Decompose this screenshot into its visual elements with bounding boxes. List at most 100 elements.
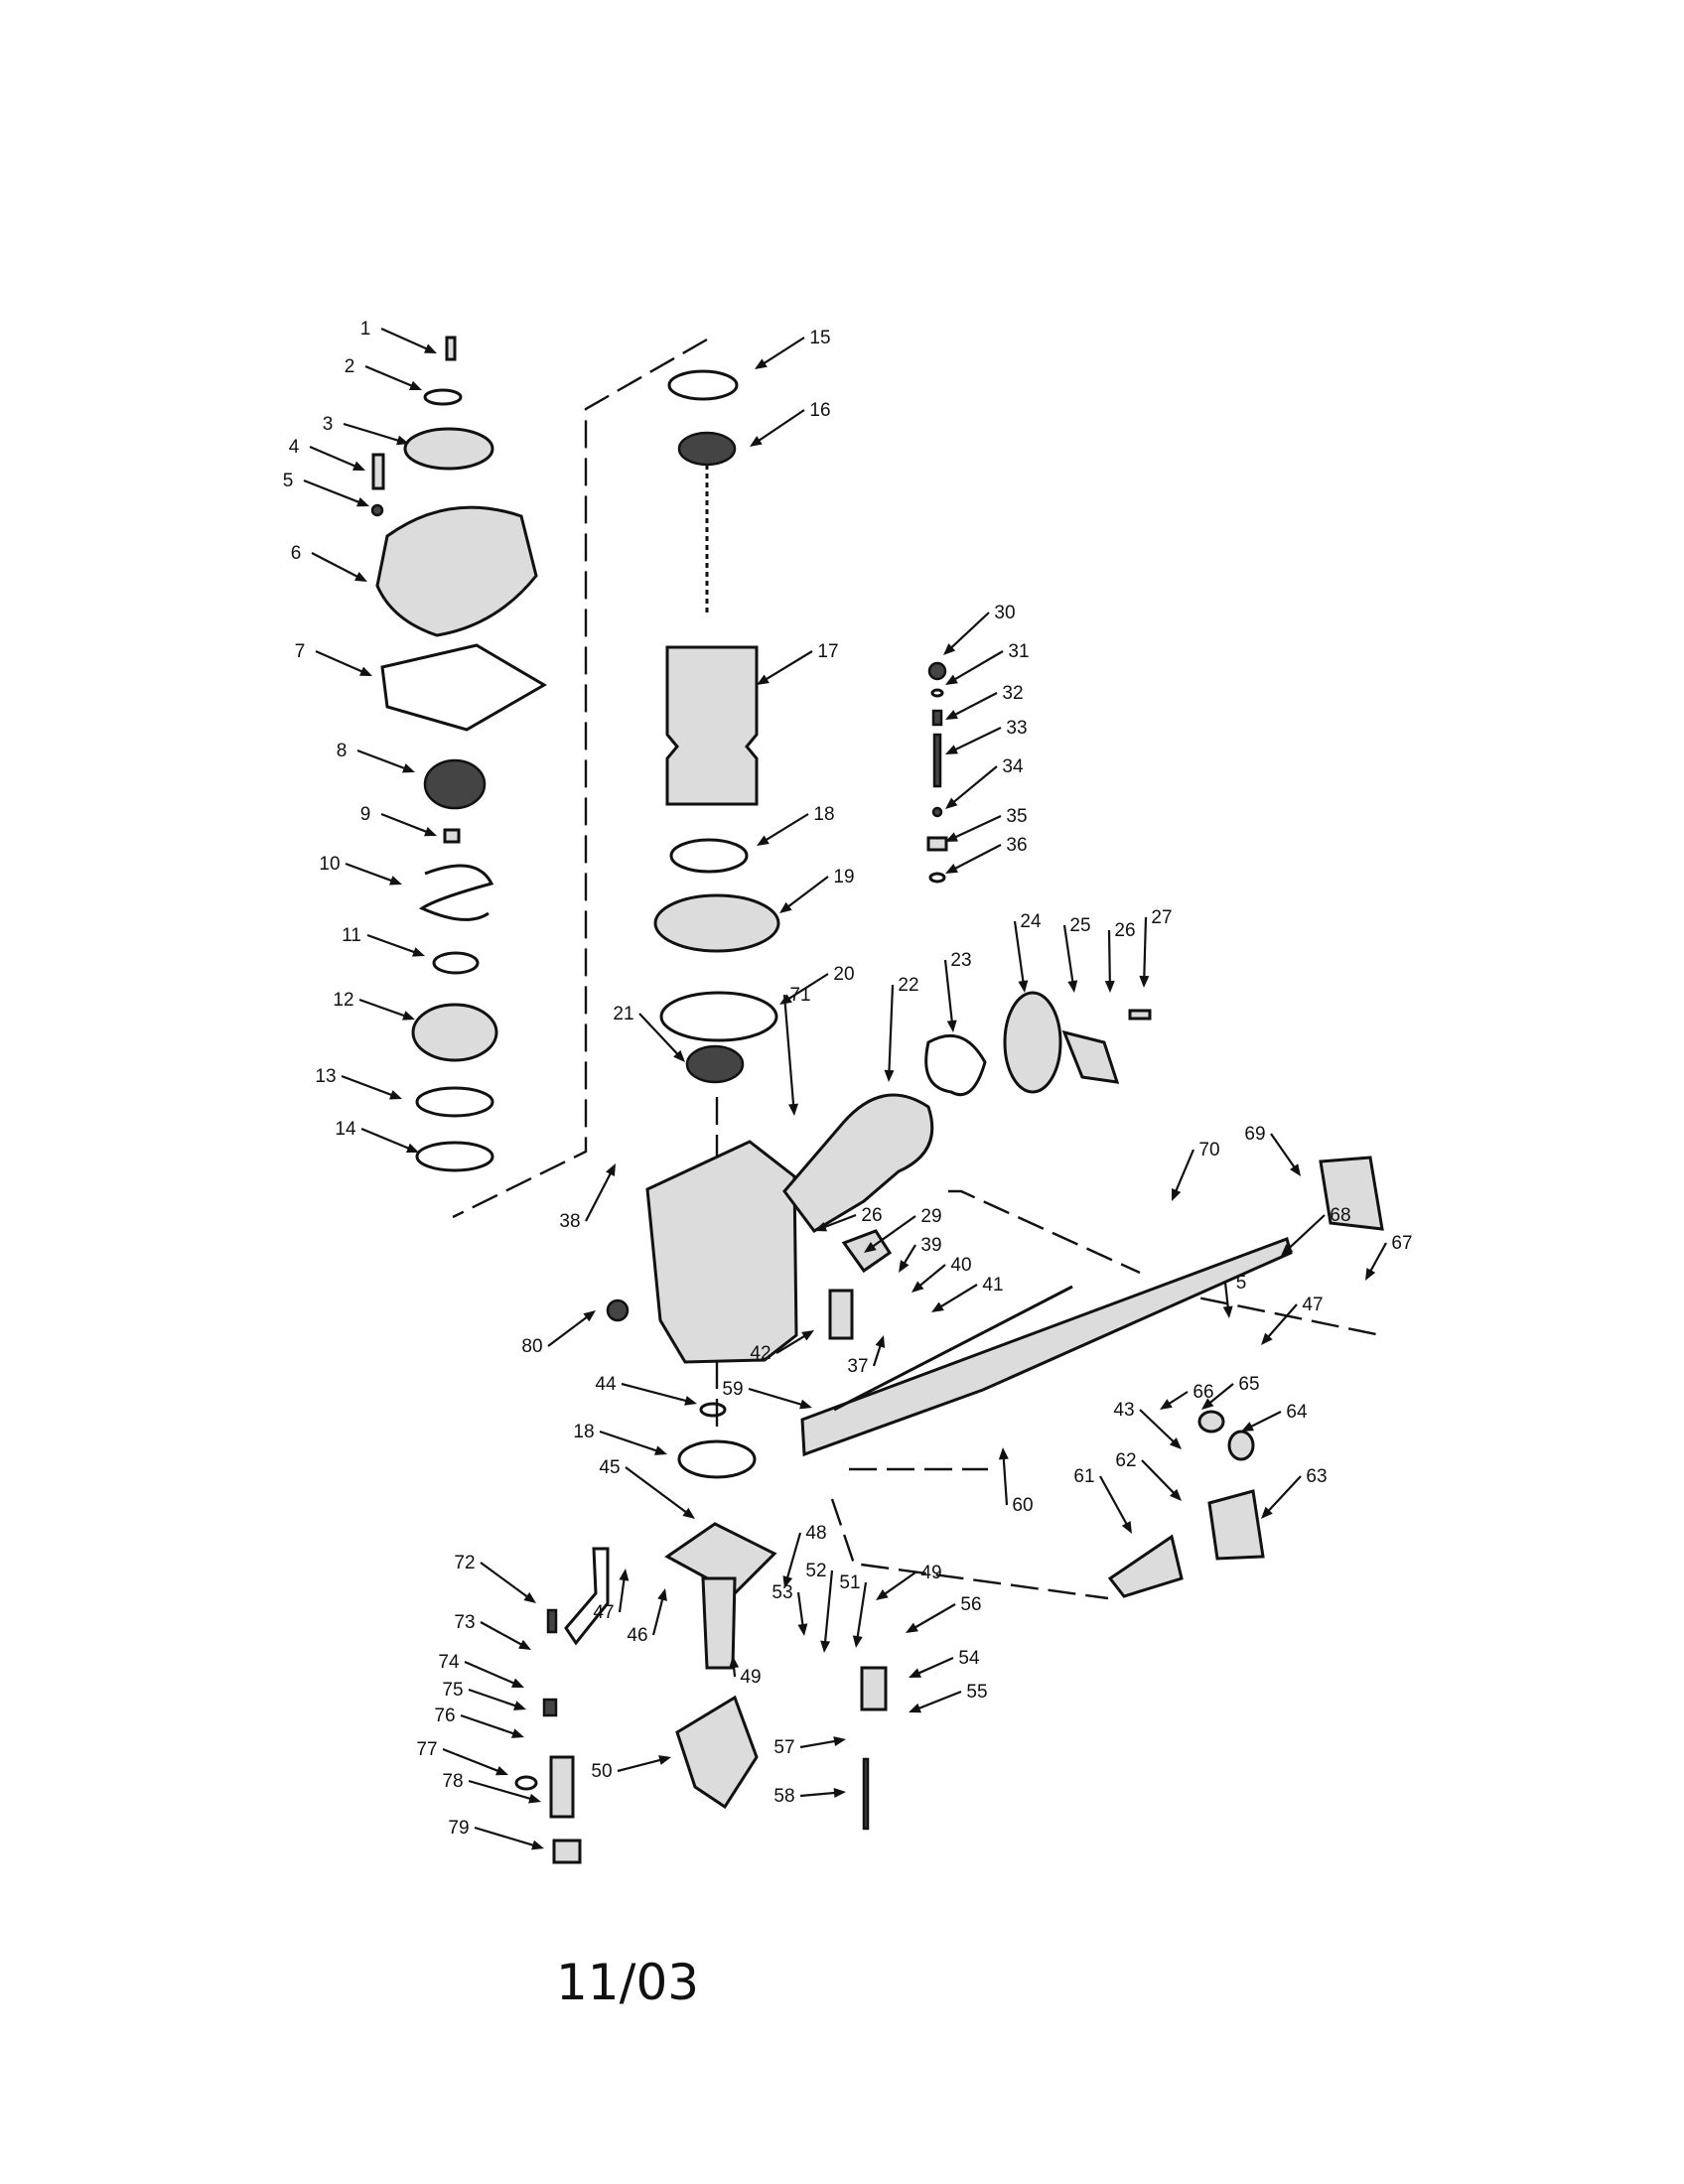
leader-line	[617, 1757, 666, 1773]
part-number-label: 7	[295, 641, 306, 662]
leader-arrowhead	[359, 666, 372, 676]
part-number-label: 19	[833, 867, 854, 887]
trigger-part-56	[860, 1666, 888, 1711]
part-number-label: 8	[337, 741, 348, 761]
leader-line	[442, 1747, 503, 1774]
leader-arrowhead	[820, 1640, 831, 1653]
part-callout-64: 64	[1241, 1402, 1308, 1432]
leader-arrowhead	[356, 496, 369, 507]
leader-line	[819, 1213, 857, 1230]
part-number-label: 70	[1198, 1140, 1219, 1160]
valve-part-8	[423, 758, 487, 810]
part-callout-51: 51	[839, 1572, 868, 1648]
leader-line	[599, 1430, 662, 1454]
part-callout-53: 53	[772, 1582, 808, 1636]
part-callout-4: 4	[289, 437, 365, 471]
leader-arrowhead	[943, 643, 956, 655]
part-number-label: 2	[345, 356, 355, 377]
leader-arrowhead	[945, 710, 958, 720]
part-number-label: 78	[442, 1771, 463, 1792]
leader-line	[380, 327, 432, 352]
leader-arrowhead	[673, 1049, 685, 1062]
part-callout-34: 34	[945, 756, 1024, 809]
leader-line	[356, 749, 410, 771]
leader-arrowhead	[801, 1330, 814, 1341]
handle-part-22	[782, 1093, 934, 1233]
leader-line	[638, 1013, 682, 1059]
leader-line	[799, 1738, 841, 1749]
part-number-label: 76	[434, 1706, 455, 1726]
part-callout-21: 21	[613, 1004, 685, 1062]
part-callout-49: 49	[729, 1656, 762, 1688]
leader-line	[345, 862, 397, 884]
gasket-part-7	[380, 643, 547, 732]
magazine-parts	[800, 1156, 1384, 1598]
trigger-part-42	[828, 1289, 854, 1340]
part-number-label: 29	[920, 1206, 941, 1227]
leader-arrowhead	[396, 435, 409, 446]
leader-arrowhead	[757, 674, 770, 685]
part-number-label: 58	[773, 1786, 794, 1807]
valve-stack-parts	[926, 661, 948, 884]
leader-arrowhead	[755, 358, 768, 369]
leader-line	[468, 1688, 521, 1709]
leader-line	[914, 1264, 946, 1291]
leader-arrowhead	[945, 745, 958, 754]
leader-arrowhead	[833, 1736, 846, 1746]
leader-line	[855, 1581, 868, 1643]
part-number-label: 3	[323, 414, 334, 435]
leader-arrowhead	[406, 1143, 419, 1154]
leader-arrowhead	[518, 1639, 531, 1650]
leader-line	[910, 1603, 956, 1631]
leader-line	[621, 1382, 692, 1404]
leader-arrowhead	[750, 436, 763, 447]
leader-line	[303, 478, 364, 505]
part-number-label: 59	[722, 1379, 743, 1400]
part-callout-62: 62	[1115, 1450, 1182, 1501]
part-number-label: 27	[1151, 907, 1172, 928]
leader-arrowhead	[528, 1793, 541, 1804]
part-number-label: 20	[833, 964, 854, 985]
leader-line	[782, 994, 795, 1111]
leader-arrowhead	[513, 1701, 526, 1710]
part-number-label: 50	[591, 1761, 612, 1782]
leader-arrowhead	[424, 343, 437, 353]
part-callout-2: 2	[345, 356, 422, 390]
part-number-label: 51	[839, 1572, 860, 1593]
part-callout-38: 38	[559, 1163, 616, 1232]
leader-line	[315, 649, 367, 675]
leader-arrowhead	[1170, 1488, 1182, 1501]
leader-arrowhead	[354, 572, 367, 582]
probe-part-72	[564, 1547, 610, 1646]
leader-line	[761, 813, 809, 844]
part-callout-46: 46	[627, 1588, 667, 1646]
oring-part-36	[928, 872, 946, 884]
part-callout-26: 26	[1104, 920, 1136, 993]
leader-arrowhead	[409, 380, 422, 390]
leader-line	[783, 973, 829, 1003]
part-number-label: 17	[817, 641, 838, 662]
leader-arrowhead	[658, 1755, 671, 1765]
part-callout-22: 22	[884, 975, 919, 1082]
part-callout-3: 3	[323, 414, 409, 446]
part-number-label: 64	[1286, 1402, 1308, 1423]
washer-part-5	[370, 503, 384, 517]
leader-line	[754, 409, 805, 445]
leader-arrowhead	[352, 461, 365, 471]
part-number-label: 46	[627, 1625, 647, 1646]
leader-line	[364, 364, 417, 389]
part-callout-60: 60	[998, 1447, 1034, 1516]
leader-line	[464, 1660, 519, 1687]
spring-part-72	[546, 1608, 558, 1634]
leader-line	[1099, 1475, 1131, 1530]
oring-part-13	[415, 1086, 494, 1118]
leader-arrowhead	[684, 1396, 697, 1406]
leader-line	[1139, 1409, 1179, 1446]
leader-arrowhead	[682, 1507, 695, 1519]
leader-arrowhead	[788, 1103, 799, 1116]
leader-arrowhead	[909, 1668, 921, 1678]
part-callout-37: 37	[847, 1335, 886, 1377]
part-callout-56: 56	[906, 1594, 982, 1633]
part-callout-14: 14	[335, 1119, 419, 1154]
part-number-label: 32	[1002, 683, 1023, 704]
